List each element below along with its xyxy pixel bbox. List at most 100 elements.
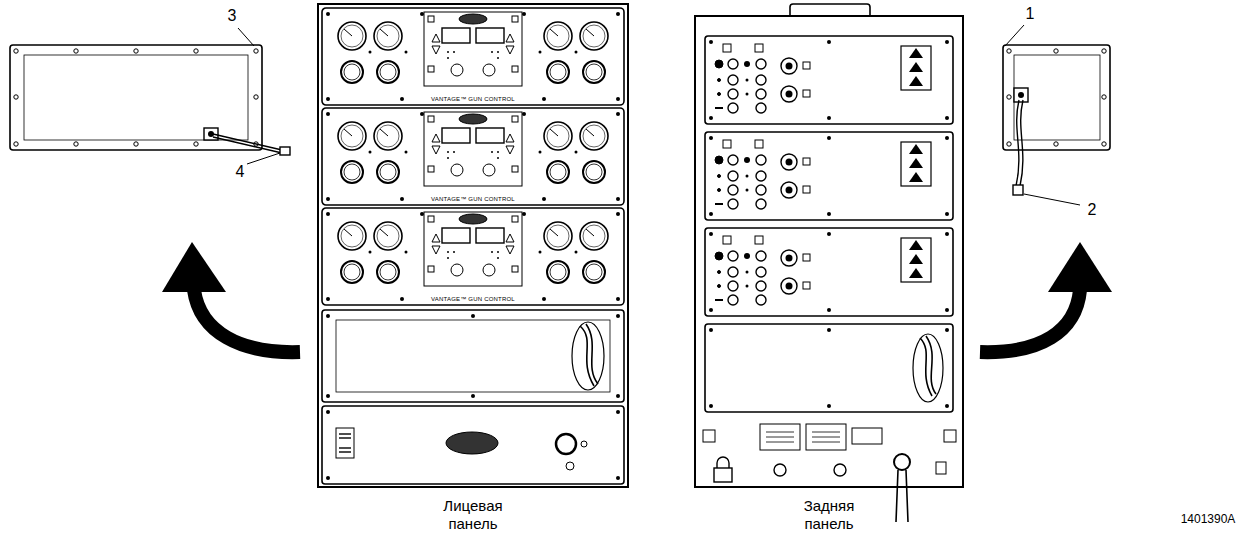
removed-front-panel: [10, 45, 290, 155]
back-cabinet: [717, 457, 729, 468]
callout-number: 4: [236, 163, 245, 181]
panel-inscription: VANTAGE™ GUN CONTROL: [431, 96, 515, 103]
removed-back-panel: [1018, 92, 1024, 98]
view-caption: Лицевая панель: [428, 497, 518, 533]
view-caption-box: Лицевая панель: [318, 497, 628, 533]
back-cabinet: [936, 462, 946, 474]
front-cabinet: [322, 310, 624, 402]
front-cabinet: [336, 320, 610, 392]
back-cabinet: [812, 432, 840, 433]
removed-back-panel: [1016, 100, 1023, 186]
removed-front-panel: [24, 55, 248, 140]
leader-line: [1005, 25, 1024, 46]
back-cabinet: [806, 424, 846, 450]
removed-back-panel: [1007, 142, 1011, 146]
front-cabinet: [616, 410, 620, 414]
front-cabinet: [616, 394, 620, 398]
removed-front-panel: [14, 142, 18, 146]
back-cabinet: [944, 430, 956, 442]
back-cabinet: [896, 470, 908, 522]
back-cabinet: [834, 464, 846, 476]
panel-inscription: VANTAGE™ GUN CONTROL: [431, 196, 515, 203]
back-cabinet: [703, 430, 715, 442]
removed-back-panel: [1013, 185, 1023, 195]
front-cabinet: [471, 394, 475, 398]
removed-front-panel: [280, 147, 290, 155]
front-cabinet: [616, 476, 620, 480]
back-cabinet: [709, 328, 713, 332]
front-cabinet: [339, 447, 351, 448]
front-cabinet: [322, 406, 624, 484]
back-cabinet: [913, 334, 943, 402]
removed-back-panel: [1003, 45, 1110, 195]
front-cabinet: [580, 324, 598, 386]
front-cabinet: [322, 8, 624, 105]
back-cabinet: [945, 404, 949, 408]
front-cabinet: [446, 432, 498, 454]
removed-front-panel: [134, 142, 138, 146]
view-caption: Задняя панель: [784, 497, 874, 533]
removed-front-panel: [74, 142, 78, 146]
back-cabinet: [695, 4, 963, 522]
removal-arrow: [162, 242, 1112, 352]
removed-front-panel: [74, 49, 78, 53]
back-cabinet: [812, 442, 840, 443]
front-cabinet: [318, 4, 628, 487]
removed-front-panel: [14, 49, 18, 53]
removed-front-panel: [10, 45, 262, 150]
front-cabinet: [326, 410, 620, 480]
removed-back-panel: [1007, 49, 1011, 53]
leader-line: [238, 25, 1080, 205]
leader-line: [1024, 194, 1080, 205]
front-cabinet: [572, 322, 604, 390]
removed-front-panel: [194, 49, 198, 53]
view-caption-box: Задняя панель: [695, 497, 963, 533]
removed-back-panel: [1102, 49, 1106, 53]
back-cabinet: [695, 16, 963, 487]
front-cabinet: [339, 433, 351, 434]
front-cabinet: [339, 451, 351, 452]
removed-back-panel: [1014, 88, 1028, 102]
back-cabinet: [705, 324, 953, 412]
removed-front-panel: [14, 49, 258, 146]
back-cabinet: [705, 36, 953, 124]
front-cabinet: [581, 441, 587, 447]
removed-front-panel: [213, 134, 282, 153]
back-cabinet: [894, 454, 910, 470]
front-cabinet: [616, 314, 620, 318]
front-cabinet: [471, 314, 475, 318]
back-cabinet: [827, 328, 831, 332]
removal-arrow: [1048, 242, 1112, 292]
panel-inscription: VANTAGE™ GUN CONTROL: [431, 296, 515, 303]
back-cabinet: [766, 442, 794, 443]
front-cabinet: [322, 108, 624, 205]
front-cabinet: [326, 394, 330, 398]
cabinet-view: Лицевая панель: [318, 4, 628, 487]
back-cabinet: [945, 328, 949, 332]
removed-back-panel: [1014, 55, 1100, 140]
front-cabinet: [339, 434, 351, 452]
front-cabinet: [326, 314, 330, 318]
back-cabinet: [827, 404, 831, 408]
back-cabinet: [714, 468, 732, 482]
front-cabinet: [322, 208, 624, 305]
removal-arrow: [162, 242, 226, 292]
callout-number: 1: [1026, 5, 1035, 23]
figure-number: 1401390A: [1181, 513, 1236, 526]
removed-front-panel: [134, 49, 138, 53]
back-cabinet: [766, 432, 840, 442]
removed-back-panel: [1054, 49, 1058, 53]
back-cabinet: [705, 228, 953, 316]
back-cabinet: [852, 428, 882, 444]
front-cabinet: [336, 428, 354, 458]
back-cabinet: [709, 404, 713, 408]
back-cabinet: [920, 336, 936, 396]
removed-back-panel: [1007, 95, 1011, 99]
back-cabinet: [760, 424, 800, 450]
front-cabinet: [339, 437, 351, 438]
front-cabinet: [556, 434, 576, 454]
removed-back-panel: [1102, 142, 1106, 146]
front-cabinet: [326, 314, 620, 398]
callout-number: 2: [1088, 201, 1097, 219]
